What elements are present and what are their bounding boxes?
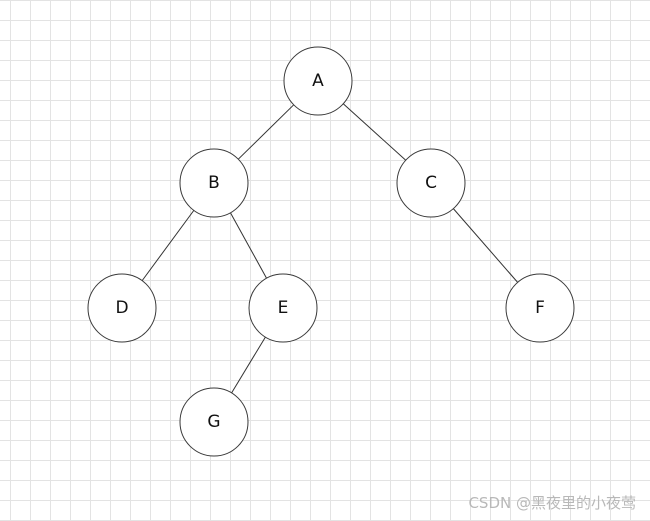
node-g: G: [179, 387, 249, 457]
edge-a-c: [342, 103, 407, 161]
node-circle-b: [179, 148, 249, 218]
tree-nodes: A B C D E F G: [87, 46, 575, 457]
node-label-c: C: [425, 173, 437, 193]
node-label-d: D: [115, 298, 128, 318]
edge-b-e: [229, 212, 268, 279]
edge-c-f: [452, 208, 519, 283]
node-label-e: E: [278, 298, 289, 318]
node-d: D: [87, 273, 157, 343]
edge-a-b: [237, 104, 295, 160]
edge-b-d: [141, 210, 195, 281]
node-circle-a: [283, 46, 353, 116]
node-circle-c: [396, 148, 466, 218]
node-b: B: [179, 148, 249, 218]
node-circle-d: [87, 273, 157, 343]
node-label-a: A: [312, 71, 324, 91]
node-label-g: G: [207, 412, 220, 432]
watermark: CSDN @黑夜里的小夜莺: [468, 494, 636, 512]
node-e: E: [248, 273, 318, 343]
node-circle-f: [505, 273, 575, 343]
node-label-f: F: [535, 298, 545, 318]
node-circle-g: [179, 387, 249, 457]
node-f: F: [505, 273, 575, 343]
tree-edges: [141, 103, 519, 394]
node-label-b: B: [208, 173, 220, 193]
node-c: C: [396, 148, 466, 218]
node-a: A: [283, 46, 353, 116]
node-circle-e: [248, 273, 318, 343]
edge-e-g: [231, 336, 266, 394]
